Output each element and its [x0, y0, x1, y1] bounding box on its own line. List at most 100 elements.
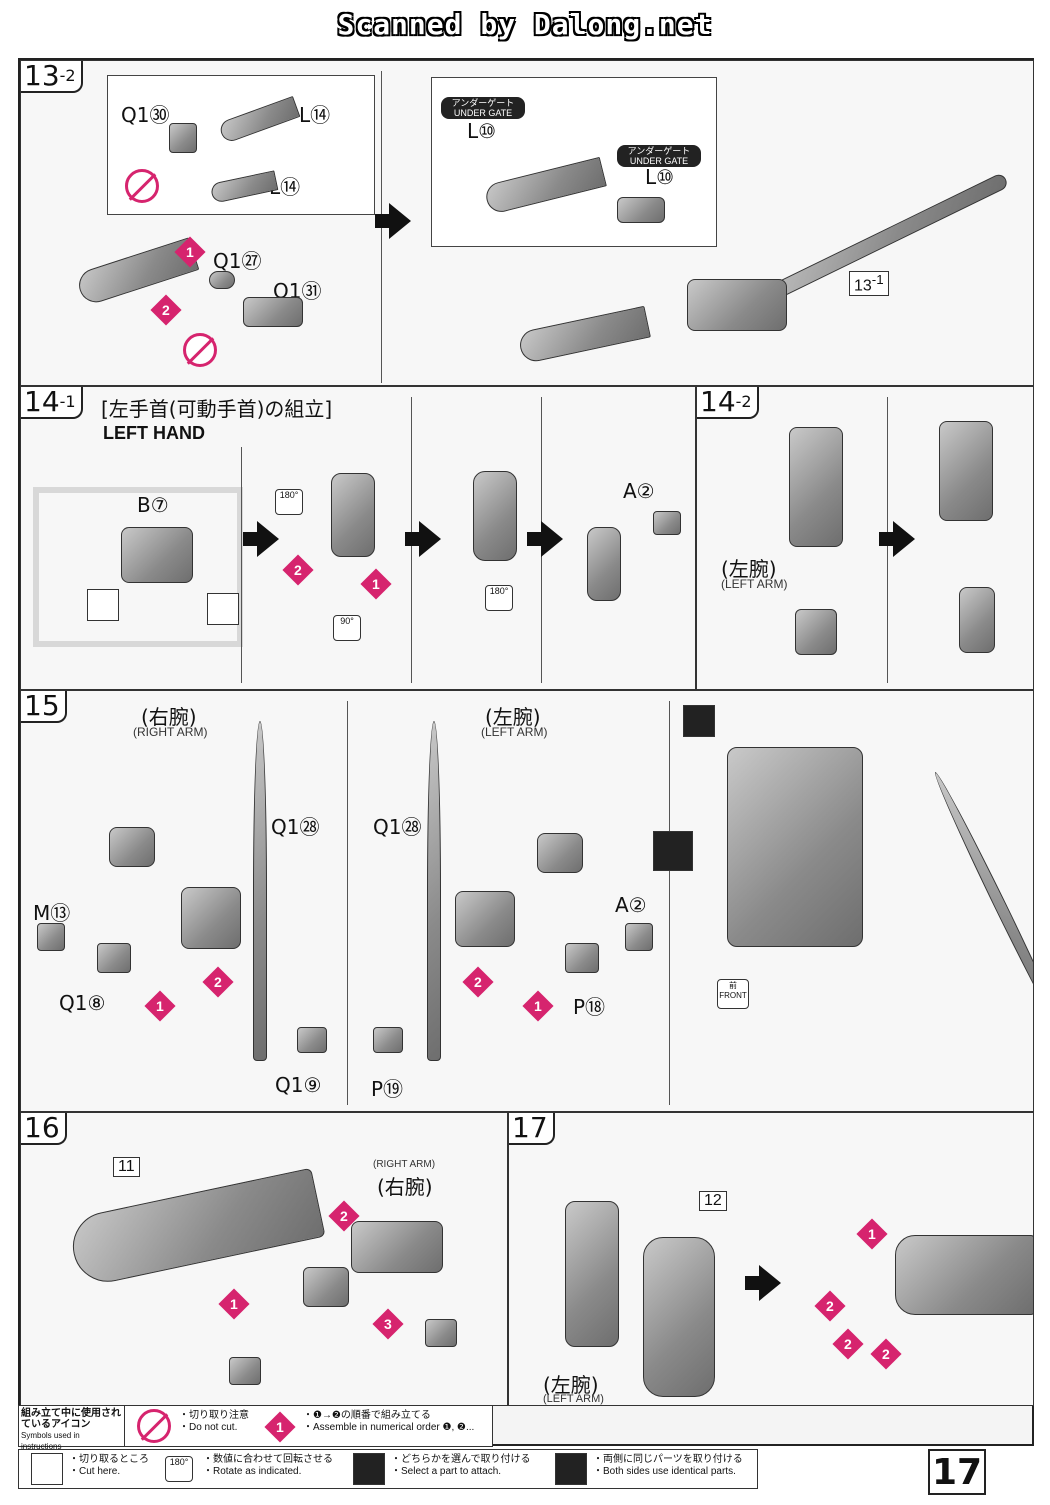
part-label: M⑬ — [33, 901, 71, 925]
part-sword-diagonal — [929, 769, 1033, 1045]
step-14-1-panel: 14-1 [左手首(可動手首)の組立] LEFT HAND B⑦ 180° 2 … — [20, 386, 696, 690]
part-label: A② — [623, 479, 655, 503]
part-sword — [253, 721, 267, 1061]
part-hand-open — [109, 827, 155, 867]
runner-frame — [33, 487, 243, 647]
part-small — [229, 1357, 261, 1385]
rotate-icon: 180° — [485, 585, 513, 611]
part-sword — [427, 721, 441, 1061]
part-forearm — [351, 1221, 443, 1273]
part-connector — [243, 297, 303, 327]
next-arrow — [745, 1265, 781, 1301]
step-badge-2: 2 — [202, 966, 234, 998]
next-arrow — [243, 521, 279, 557]
step-number: 13-2 — [21, 61, 83, 93]
step-15-panel: 15 (右腕) (RIGHT ARM) (左腕) (LEFT ARM) Q1㉘ … — [20, 690, 1034, 1112]
arm-label-en: (RIGHT ARM) — [373, 1159, 436, 1170]
step-title-jp: [左手首(可動手首)の組立] — [101, 397, 333, 421]
divider — [669, 701, 670, 1105]
select-part-icon — [653, 831, 693, 871]
part-joint — [303, 1267, 349, 1307]
step-badge-2: 2 — [282, 554, 314, 586]
left-arm-en: (LEFT ARM) — [481, 725, 548, 739]
part-pommel — [373, 1027, 403, 1053]
ref-callout: 13-1 — [849, 271, 889, 297]
part-label: L⑩ — [645, 165, 675, 189]
part-clip — [169, 123, 197, 153]
step-number: 17 — [509, 1113, 555, 1145]
step-title-en: LEFT HAND — [103, 423, 205, 443]
step-badge-1: 1 — [856, 1218, 888, 1250]
left-arm-jp: (左腕) — [485, 705, 541, 729]
rotate-icon: 180° — [275, 489, 303, 515]
part-hand-finished — [587, 527, 621, 601]
legend-select: ・どちらかを選んで取り付ける・Select a part to attach. — [391, 1454, 531, 1477]
scan-watermark: Scanned by Dalong.net — [337, 8, 713, 41]
step-badge-2: 2 — [814, 1290, 846, 1322]
part-gate-piece — [617, 197, 665, 223]
step-badge-2: 2 — [150, 294, 182, 326]
select-part-icon — [353, 1453, 385, 1485]
legend-no-cut: ・切り取り注意・Do not cut. — [179, 1410, 249, 1433]
part-grip — [37, 923, 65, 951]
part-hand-open — [537, 833, 583, 873]
no-cut-icon — [125, 169, 159, 203]
rotate-icon: 180° — [165, 1456, 193, 1482]
no-cut-icon — [137, 1409, 171, 1443]
page-number: 17 — [928, 1449, 986, 1495]
right-arm-jp: (右腕) — [141, 705, 197, 729]
arm-label-jp: (左腕) — [543, 1373, 599, 1397]
step-badge-3: 3 — [372, 1308, 404, 1340]
part-lance-base — [687, 279, 787, 331]
part-peg — [209, 271, 235, 289]
next-arrow — [879, 521, 915, 557]
part-label: A② — [615, 893, 647, 917]
part-label: L⑭ — [299, 103, 331, 127]
ref-callout: 11 — [113, 1157, 140, 1177]
part-arm-cover — [455, 891, 515, 947]
arm-label-en: (LEFT ARM) — [721, 577, 788, 591]
part-mech-arm — [727, 747, 863, 947]
step-badge-1: 1 — [144, 990, 176, 1022]
divider — [241, 447, 242, 683]
nipper-icon — [207, 593, 239, 625]
part-forearm — [939, 421, 993, 521]
under-gate-badge: アンダーゲート UNDER GATE — [441, 97, 525, 119]
order-badge-icon: 1 — [264, 1411, 296, 1443]
legend-rotate: ・数値に合わせて回転させる・Rotate as indicated. — [203, 1454, 333, 1477]
symbol-legend-row-2: ・切り取るところ・Cut here. 180° ・数値に合わせて回転させる・Ro… — [18, 1449, 758, 1489]
part-forearm — [789, 427, 843, 547]
part-grip-base — [565, 943, 599, 973]
part-claw — [895, 1235, 1033, 1315]
step-number: 14-1 — [21, 387, 83, 419]
legend-heading: 組み立て中に使用されているアイコン Symbols used in instru… — [19, 1406, 125, 1451]
legend-order: ・❶→❷の順番で組み立てる・Assemble in numerical orde… — [303, 1410, 475, 1433]
part-grip — [625, 923, 653, 951]
next-arrow — [527, 521, 563, 557]
part-hand-runner — [121, 527, 193, 583]
part-hand-attached — [959, 587, 995, 653]
step-badge-1: 1 — [218, 1288, 250, 1320]
part-pommel — [297, 1027, 327, 1053]
part-arm-armor — [643, 1237, 715, 1397]
part-label: Q1㉘ — [271, 815, 320, 839]
part-label: Q1㉚ — [121, 103, 170, 127]
step-number: 14-2 — [697, 387, 759, 419]
step-16-panel: 16 11 (RIGHT ARM) (右腕) 2 1 3 — [20, 1112, 508, 1406]
part-label: B⑦ — [137, 493, 169, 517]
arm-label-jp: (右腕) — [377, 1175, 433, 1199]
step-number: 15 — [21, 691, 67, 723]
step-number: 16 — [21, 1113, 67, 1145]
part-label: Q1㉘ — [373, 815, 422, 839]
part-wrist — [795, 609, 837, 655]
divider — [347, 701, 348, 1105]
under-gate-badge: アンダーゲート UNDER GATE — [617, 145, 701, 167]
nipper-icon — [31, 1453, 63, 1485]
instruction-sheet: 13-2 Q1㉚ L⑭ L⑭ 1 Q1㉗ Q1㉛ 2 アンダーゲート UNDER… — [18, 58, 1034, 1446]
part-label: P⑲ — [371, 1077, 404, 1101]
both-sides-icon — [555, 1453, 587, 1485]
next-arrow — [405, 521, 441, 557]
part-hand — [331, 473, 375, 557]
legend-both-sides: ・両側に同じパーツを取り付ける・Both sides use identical… — [593, 1454, 743, 1477]
